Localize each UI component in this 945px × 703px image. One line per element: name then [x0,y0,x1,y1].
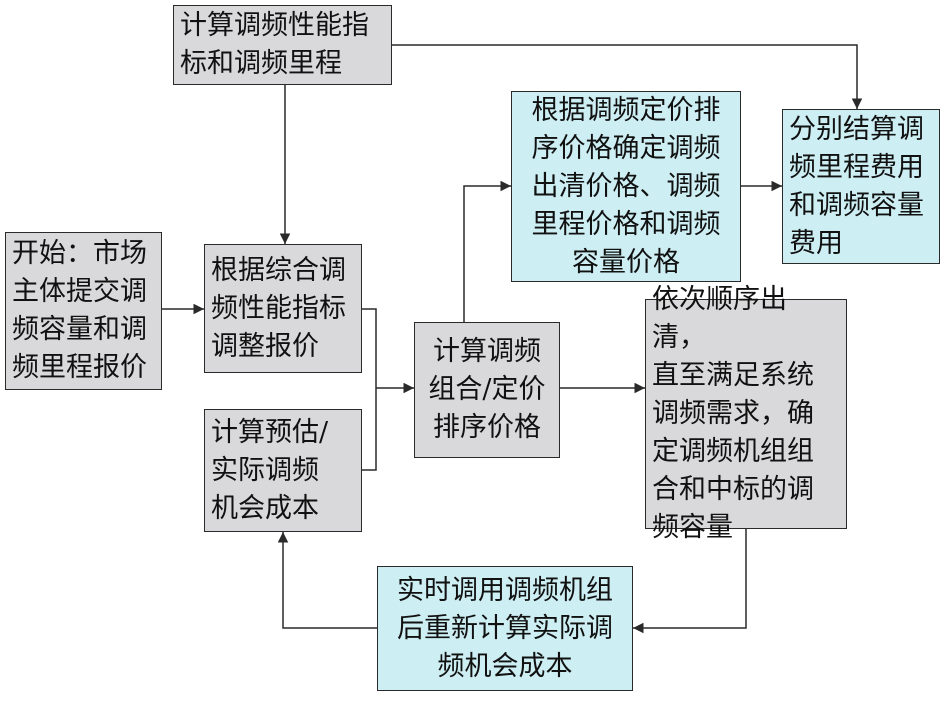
node-settlement-label: 分别结算调 频里程费用 和调频容量 费用 [789,113,924,259]
node-adjust-bids-label: 根据综合调 频性能指标 调整报价 [211,254,346,362]
node-sequential-dispatch-label: 依次顺序出清， 直至满足系统 调频需求，确 定调频机组组 合和中标的调 频容量 [652,284,814,543]
node-realtime-recalc-label: 实时调用调频机组 后重新计算实际调 频机会成本 [397,574,613,682]
edge-calc-perf-to-settle [392,44,863,109]
edge-realtime-to-cost [277,532,377,629]
node-start-submit-bids: 开始：市场 主体提交调 频容量和调 频里程报价 [5,232,162,390]
node-settlement: 分别结算调 频里程费用 和调频容量 费用 [782,109,940,264]
node-clearing-price: 根据调频定价排 序价格确定调频 出清价格、调频 里程价格和调频 容量价格 [511,91,741,282]
edge-dispatch-to-realtime [633,529,747,634]
edge-adjust-merge [362,308,377,471]
node-opportunity-cost-label: 计算预估/ 实际调频 机会成本 [211,416,329,524]
node-start-submit-bids-label: 开始：市场 主体提交调 频容量和调 频里程报价 [12,238,147,383]
node-clearing-price-label: 根据调频定价排 序价格确定调频 出清价格、调频 里程价格和调频 容量价格 [531,94,721,278]
edge-sort-to-clear-price [463,180,511,322]
node-adjust-bids: 根据综合调 频性能指标 调整报价 [204,244,362,373]
node-realtime-recalc: 实时调用调频机组 后重新计算实际调 频机会成本 [377,566,633,691]
node-sort-price: 计算调频 组合/定价 排序价格 [414,322,560,458]
node-opportunity-cost: 计算预估/ 实际调频 机会成本 [204,409,362,532]
node-calc-performance-mileage-label: 计算调频性能指 标和调频里程 [180,10,369,79]
node-sort-price-label: 计算调频 组合/定价 排序价格 [428,336,546,443]
node-sequential-dispatch: 依次顺序出清， 直至满足系统 调频需求，确 定调频机组组 合和中标的调 频容量 [645,284,847,543]
node-calc-performance-mileage: 计算调频性能指 标和调频里程 [173,5,392,85]
